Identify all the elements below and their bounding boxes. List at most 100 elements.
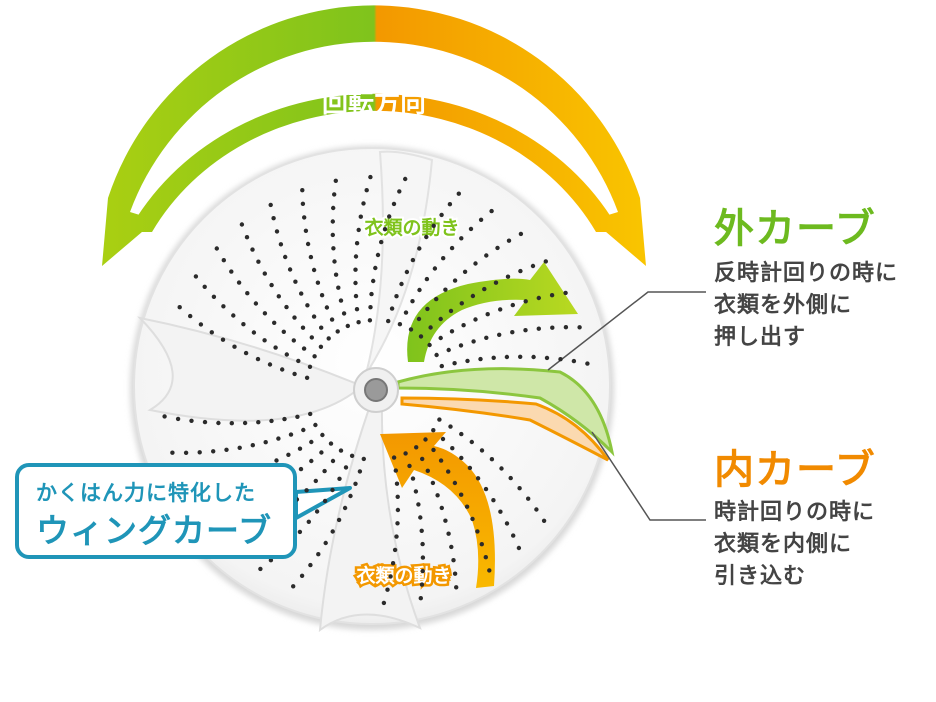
perforation-dot [428,325,433,330]
perforation-dot [229,269,234,274]
perforation-dot [419,582,425,587]
perforation-dot [413,489,419,494]
perforation-dot [424,234,429,240]
perforation-dot [278,242,284,247]
perforation-dot [332,192,337,197]
perforation-dot [304,375,310,380]
perforation-dot [336,285,341,290]
perforation-dot [479,542,484,547]
perforation-dot [330,487,335,493]
perforation-dot [479,448,485,453]
perforation-dot [345,323,350,329]
perforation-dot [558,357,563,362]
perforation-dot [386,318,391,324]
perforation-dot [497,332,502,337]
perforation-dot [193,274,199,279]
perforation-dot [390,561,396,566]
rotation-direction-label: 回転方向 [322,88,426,119]
perforation-dot [250,247,255,252]
perforation-dot [447,202,453,207]
perforation-dot [420,568,425,574]
perforation-dot [231,313,236,318]
perforation-dot [262,271,267,276]
perforation-dot [216,420,221,426]
perforation-dot [459,236,464,241]
perforation-dot [393,468,398,473]
perforation-dot [456,191,461,196]
perforation-dot [356,320,361,325]
perforation-dot [452,480,458,486]
perforation-dot [211,294,217,299]
perforation-dot [242,420,248,426]
perforation-dot [526,496,531,501]
perforation-dot [508,475,513,481]
perforation-dot [368,174,373,180]
perforation-dot [367,318,373,323]
perforation-dot [302,215,307,220]
perforation-dot [330,219,335,224]
perforation-dot [343,465,349,470]
perforation-dot [283,254,288,260]
perforation-dot [319,450,324,455]
perforation-dot [198,322,204,327]
perforation-dot [333,178,338,183]
perforation-dot [276,436,281,441]
perforation-dot [286,452,291,457]
perforation-dot [304,488,309,493]
perforation-dot [300,201,306,206]
perforation-dot [295,414,300,419]
perforation-dot [331,205,336,211]
perforation-dot [410,476,416,481]
perforation-dot [475,476,481,481]
perforation-dot [417,287,422,293]
perforation-dot [549,293,555,298]
perforation-dot [543,259,548,264]
perforation-dot [452,361,457,366]
perforation-dot [493,280,499,285]
perforation-dot [268,558,274,563]
outer-curve-line-2: 衣類を外側に [714,293,853,318]
perforation-dot [236,280,242,285]
perforation-dot [324,305,330,310]
perforation-dot [255,356,261,362]
perforation-dot [432,266,438,271]
perforation-dot [397,322,403,327]
perforation-dot [308,254,314,260]
perforation-dot [491,498,496,503]
perforation-dot [446,531,451,536]
perforation-dot [394,294,399,299]
inner-curve-leader [591,431,706,521]
perforation-dot [188,313,193,319]
perforation-dot [430,480,436,486]
perforation-dot [511,533,516,538]
perforation-dot [403,451,408,456]
perforation-dot [478,217,484,222]
perforation-dot [336,517,342,523]
perforation-dot [354,241,360,246]
perforation-dot [309,439,314,445]
perforation-dot [394,481,400,486]
perforation-dot [312,354,317,359]
perforation-dot [459,492,464,497]
perforation-dot [301,427,306,433]
perforation-dot [458,343,464,348]
perforation-dot [438,458,444,463]
perforation-dot [330,458,336,464]
perforation-dot [269,418,274,424]
perforation-dot [353,267,358,272]
perforation-dot [358,214,363,219]
perforation-dot [162,414,167,419]
wing-blade-top [365,150,434,375]
perforation-dot [267,362,273,367]
perforation-dot [250,443,255,448]
perforation-dot [395,521,400,526]
perforation-dot [563,325,569,330]
perforation-dot [523,328,528,333]
perforation-dot [364,188,369,193]
perforation-dot [399,281,404,287]
perforation-dot [245,291,250,296]
perforation-dot [297,529,303,535]
perforation-dot [284,352,289,357]
perforation-dot [420,456,425,462]
perforation-dot [326,336,331,341]
